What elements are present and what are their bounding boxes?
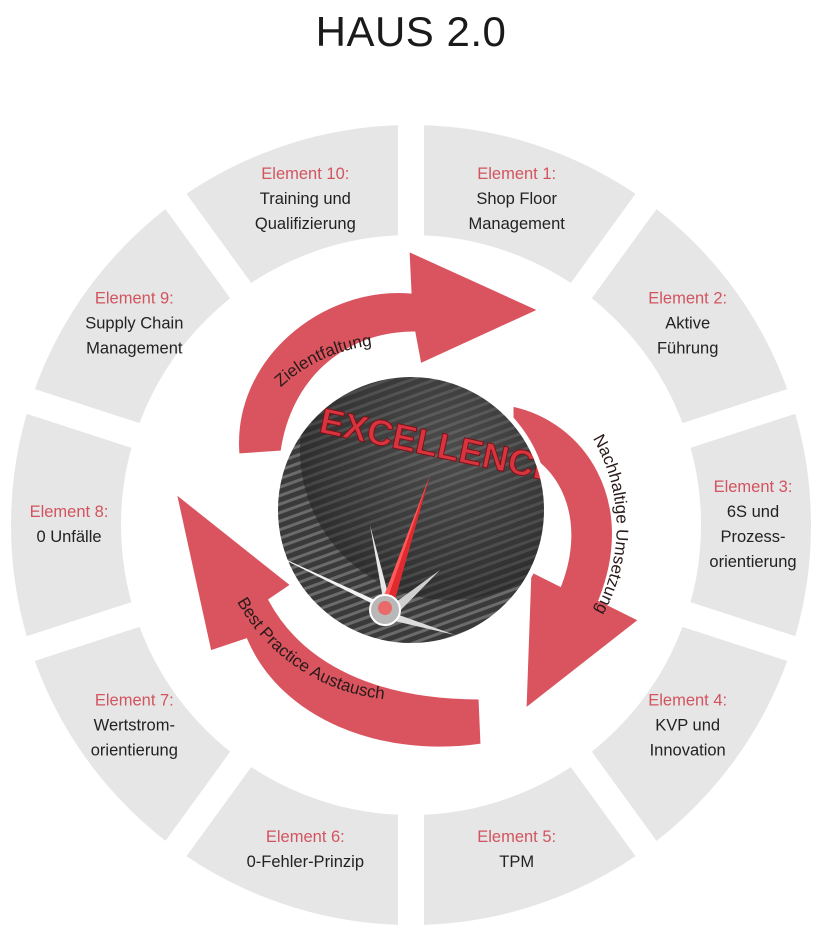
element-label: Element 2:	[648, 289, 727, 307]
element-text: Management	[469, 215, 566, 233]
ring-divider	[17, 388, 149, 449]
element-text: Aktive	[665, 314, 710, 332]
ring-divider	[673, 601, 805, 662]
element-text: Wertstrom-	[94, 716, 175, 734]
segment-dividers	[17, 112, 805, 925]
element-text: orientierung	[709, 553, 796, 571]
ring-divider	[673, 388, 805, 449]
element-label: Element 1:	[477, 165, 556, 183]
element-segment-7: Element 7: Wertstrom-orientierung	[91, 691, 178, 759]
ring-divider	[162, 188, 254, 304]
element-text: TPM	[499, 853, 534, 871]
element-segment-6: Element 6: 0-Fehler-Prinzip	[247, 828, 364, 871]
element-text: Shop Floor	[476, 190, 557, 208]
page-title: HAUS 2.0	[315, 8, 507, 55]
element-label: Element 4:	[648, 691, 727, 709]
element-segment-5: Element 5: TPM	[477, 828, 556, 871]
element-text: Innovation	[650, 741, 726, 759]
element-text: KVP und	[655, 716, 720, 734]
element-label: Element 8:	[30, 503, 109, 521]
element-text: Führung	[657, 339, 718, 357]
ring-divider	[568, 746, 660, 862]
element-label: Element 9:	[95, 289, 174, 307]
element-label: Element 10:	[261, 165, 349, 183]
element-label: Element 5:	[477, 828, 556, 846]
element-text: Management	[86, 339, 183, 357]
compass-icon	[276, 475, 455, 635]
element-label: Element 6:	[266, 828, 345, 846]
element-text: 6S und	[727, 503, 779, 521]
element-text: Prozess-	[720, 528, 785, 546]
ring-divider	[17, 601, 149, 662]
element-text: Qualifizierung	[255, 215, 356, 233]
arrow-zielentfaltung	[236, 247, 544, 457]
arrow-best-practice	[172, 488, 484, 750]
element-text: 0-Fehler-Prinzip	[247, 853, 364, 871]
ring-divider	[568, 188, 660, 304]
element-text: orientierung	[91, 741, 178, 759]
ring-divider	[162, 746, 254, 862]
element-label: Element 3:	[714, 478, 793, 496]
center-image: EXCELLENCE	[273, 372, 549, 648]
element-text: Training und	[260, 190, 351, 208]
element-text: Supply Chain	[85, 314, 183, 332]
element-segment-8: Element 8: 0 Unfälle	[30, 503, 109, 546]
arrow-nachhaltige-umsetzung	[510, 403, 643, 714]
element-label: Element 7:	[95, 691, 174, 709]
element-text: 0 Unfälle	[36, 528, 101, 546]
